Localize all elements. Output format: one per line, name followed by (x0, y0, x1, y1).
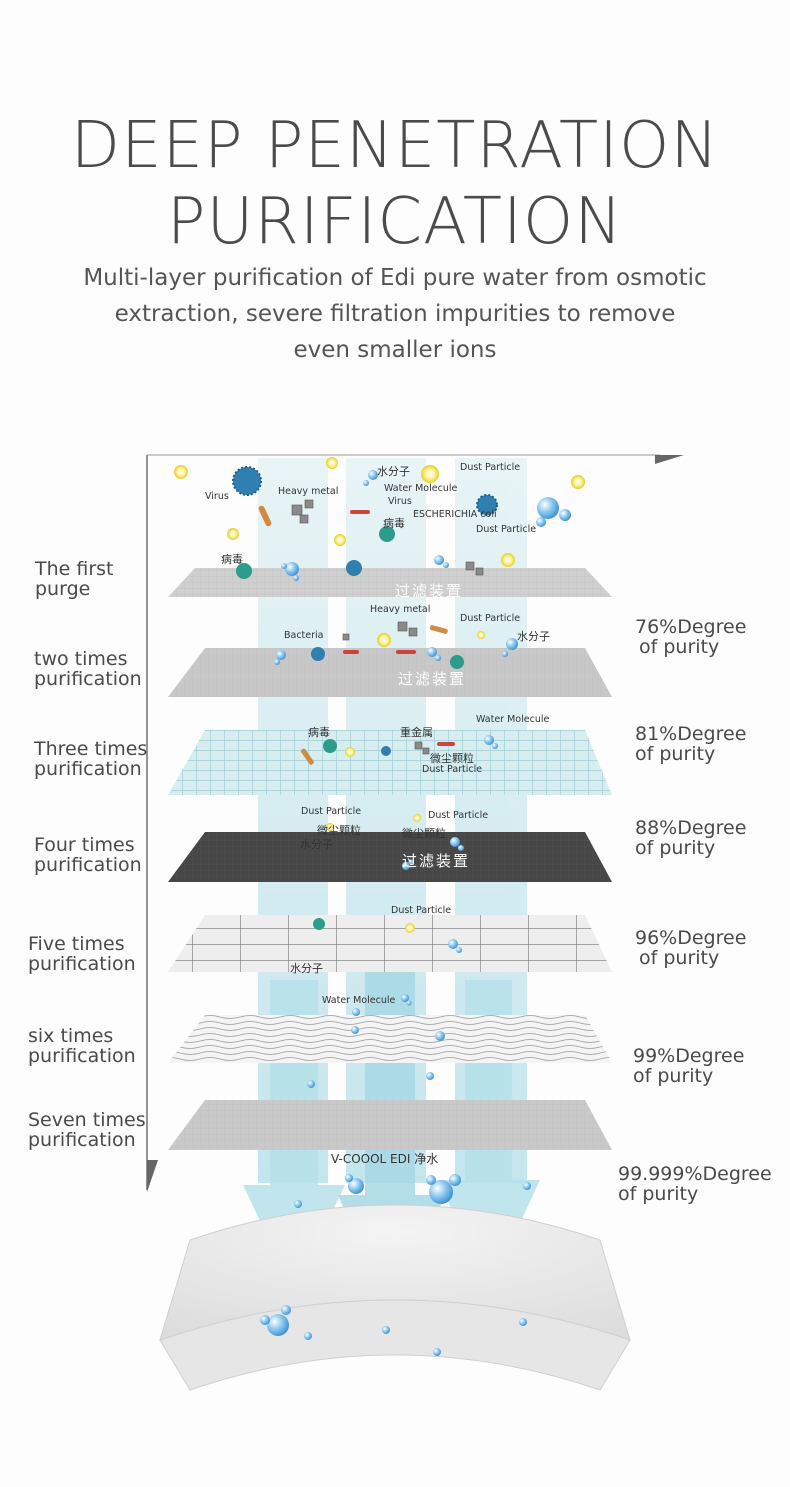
subtitle-line-1: Multi-layer purification of Edi pure wat… (83, 265, 707, 291)
bacteria-particles (258, 505, 455, 765)
label-water-cn-4: 水分子 (290, 962, 323, 975)
label-virus-cn-2: 病毒 (221, 553, 243, 566)
label-dust-6: Dust Particle (428, 810, 489, 821)
label-dust-3: Dust Particle (460, 613, 521, 624)
axis-arrow-bottom (147, 1160, 158, 1192)
water-molecule-bubbles (260, 470, 571, 1356)
label-heavy-metal: Heavy metal (278, 486, 339, 497)
label-virus-cn-1: 病毒 (383, 517, 405, 530)
label-dust-4: Dust Particle (422, 764, 483, 775)
label-heavy-metal-2: Heavy metal (370, 604, 431, 615)
label-water-molecule-1: Water Molecule (384, 483, 458, 494)
label-bacteria: Bacteria (284, 630, 324, 641)
dust-particles (174, 457, 585, 933)
filter-label-2: 过滤装置 (398, 670, 467, 688)
brand-label: V-COOOL EDI 净水 (331, 1152, 439, 1166)
label-virus: Virus (205, 491, 229, 502)
label-water-cn-1: 水分子 (377, 465, 410, 478)
label-dust-2: Dust Particle (476, 524, 537, 535)
label-virus-2: Virus (388, 496, 412, 507)
virus-particles (232, 466, 498, 930)
heading-line-1: DEEP PENETRATION (70, 109, 720, 183)
label-dust-7: Dust Particle (391, 905, 452, 916)
label-dust-cn-1: 微尘颗粒 (430, 752, 474, 765)
label-dust-5: Dust Particle (301, 806, 362, 817)
label-dust-1: Dust Particle (460, 462, 521, 473)
label-heavy-metal-cn: 重金属 (400, 726, 433, 739)
label-dust-cn-3: 微尘颗粒 (402, 827, 446, 840)
label-water-cn-3: 水分子 (300, 838, 333, 851)
label-virus-cn-3: 病毒 (308, 726, 330, 739)
subtitle-line-2: extraction, severe filtration impurities… (114, 301, 676, 327)
label-water-molecule-2: Water Molecule (476, 714, 550, 725)
subtitle-line-3: even smaller ions (293, 337, 497, 363)
axis-arrow-top (655, 455, 684, 464)
heavy-metal-particles (291, 499, 484, 755)
filter-label-1: 过滤装置 (395, 582, 464, 600)
filter-label-4: 过滤装置 (402, 852, 471, 870)
label-dust-cn-2: 微尘颗粒 (317, 824, 361, 837)
heading-line-2: PURIFICATION (166, 185, 624, 259)
label-ecoli: ESCHERICHIA coli (413, 509, 497, 520)
label-water-cn-2: 水分子 (517, 630, 550, 643)
subtitle: Multi-layer purification of Edi pure wat… (60, 260, 730, 368)
label-water-molecule-3: Water Molecule (322, 995, 396, 1006)
